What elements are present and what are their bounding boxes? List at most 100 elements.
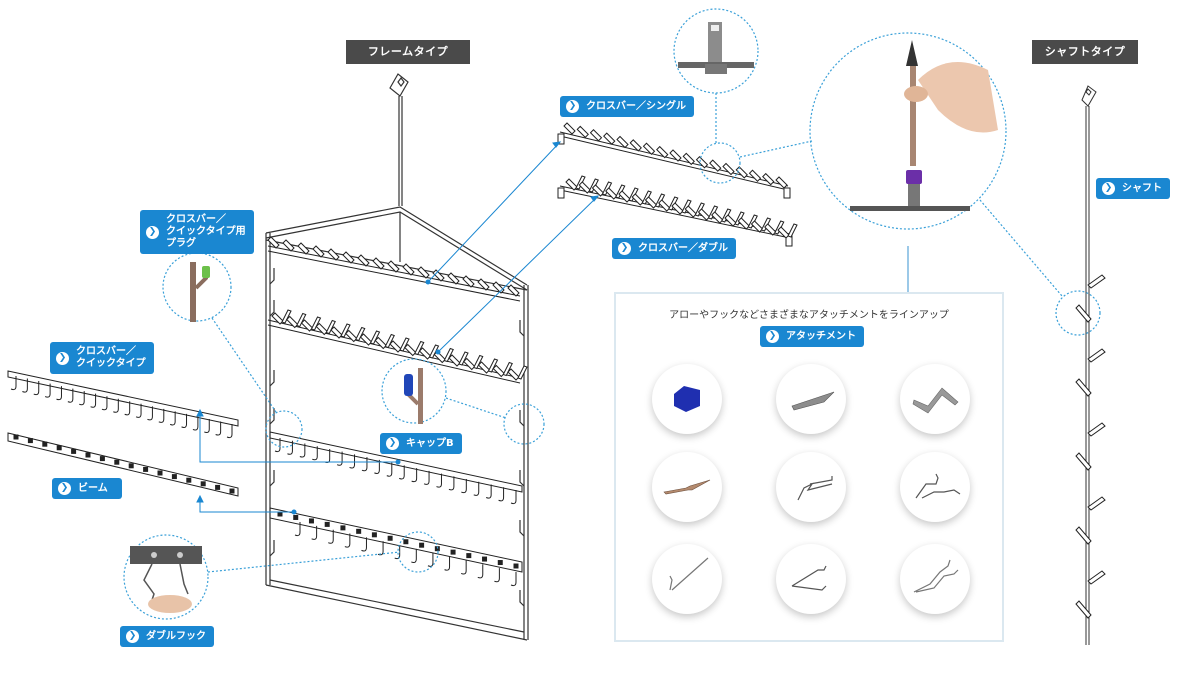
pin-icon bbox=[462, 275, 475, 288]
beam-hole bbox=[186, 477, 192, 483]
badge-cap-b[interactable]: ❯ キャップB bbox=[380, 433, 462, 454]
pin-icon bbox=[492, 364, 505, 378]
pin-icon bbox=[443, 347, 454, 363]
wire-hook-a-icon bbox=[797, 476, 833, 501]
chevron-right-icon: ❯ bbox=[386, 437, 399, 450]
pin-icon bbox=[477, 361, 491, 374]
leader-crossbar-double bbox=[437, 195, 599, 353]
hook-icon bbox=[299, 443, 306, 458]
hook-icon bbox=[294, 522, 301, 537]
hook-icon bbox=[135, 403, 142, 418]
beam-part bbox=[7, 432, 239, 497]
shaft-pin-icon bbox=[1075, 600, 1092, 619]
hook-icon bbox=[101, 396, 108, 411]
hook-icon bbox=[226, 424, 233, 439]
pin-icon bbox=[404, 343, 417, 357]
badge-line: プラグ bbox=[166, 238, 196, 249]
hook-icon bbox=[113, 398, 119, 413]
badge-attachments[interactable]: ❯ アタッチメント bbox=[760, 326, 864, 347]
hook-icon bbox=[147, 406, 153, 421]
attachment-item[interactable] bbox=[776, 452, 846, 522]
hanger-hook-icon bbox=[389, 73, 409, 97]
double-point-icon bbox=[663, 479, 711, 495]
badge-label: キャップB bbox=[406, 437, 454, 449]
hook-icon bbox=[10, 376, 17, 391]
pin-icon bbox=[267, 236, 280, 249]
hook-icon bbox=[22, 378, 28, 393]
wire-hook-b-icon bbox=[915, 473, 961, 499]
beam-hole bbox=[308, 518, 314, 524]
hook-icon bbox=[56, 386, 62, 401]
callout-shaft-joint bbox=[809, 32, 1007, 230]
pin-icon bbox=[694, 202, 705, 217]
badge-shaft[interactable]: ❯ シャフト bbox=[1096, 178, 1170, 199]
pin-icon bbox=[327, 248, 340, 261]
frame-crossbar-double bbox=[267, 309, 528, 384]
attachment-item[interactable] bbox=[652, 364, 722, 434]
pin-icon bbox=[447, 272, 460, 285]
shaft-pin-icon bbox=[1087, 274, 1106, 289]
pin-icon bbox=[507, 368, 520, 381]
badge-line: クロスバー／ bbox=[166, 214, 226, 225]
hook-icon bbox=[274, 438, 281, 453]
attachment-item[interactable] bbox=[652, 544, 722, 614]
chevron-right-icon: ❯ bbox=[58, 482, 71, 495]
pin-icon bbox=[707, 205, 719, 220]
badge-double-hook[interactable]: ❯ ダブルフック bbox=[120, 626, 214, 647]
pin-icon bbox=[628, 187, 639, 202]
attachment-item[interactable] bbox=[900, 544, 970, 614]
leader-crossbar-quick bbox=[199, 416, 398, 463]
beam-hole bbox=[71, 448, 77, 454]
hook-icon bbox=[460, 560, 467, 575]
attachment-item[interactable] bbox=[900, 452, 970, 522]
attachment-item[interactable] bbox=[776, 544, 846, 614]
badge-crossbar-quick[interactable]: ❯ クロスバー／ クイックタイプ bbox=[50, 342, 154, 374]
pin-icon bbox=[384, 333, 395, 349]
badge-label: ビーム bbox=[78, 482, 108, 494]
shaft-type-title: シャフトタイプ bbox=[1032, 40, 1138, 64]
pin-icon bbox=[588, 178, 599, 193]
hook-icon bbox=[311, 525, 318, 540]
shaft-pin-icon bbox=[1087, 422, 1106, 437]
badge-beam[interactable]: ❯ ビーム bbox=[52, 478, 122, 499]
wire-hook-c-icon bbox=[791, 565, 827, 591]
shaft-pin-icon bbox=[1075, 378, 1092, 397]
pin-icon bbox=[682, 152, 695, 166]
pin-icon bbox=[762, 172, 775, 186]
pin-icon bbox=[576, 125, 589, 139]
plug-photo bbox=[190, 262, 210, 322]
pin-icon bbox=[563, 122, 576, 135]
pin-icon bbox=[734, 211, 745, 226]
beam-hole bbox=[403, 539, 409, 545]
frame-beam bbox=[269, 507, 523, 587]
hook-icon bbox=[287, 440, 293, 455]
pin-icon bbox=[418, 347, 432, 360]
crossbar-single-part bbox=[557, 122, 791, 199]
pin-icon bbox=[601, 181, 613, 196]
pin-icon bbox=[671, 202, 684, 215]
attachment-item[interactable] bbox=[776, 364, 846, 434]
hook-icon bbox=[444, 556, 451, 571]
pin-icon bbox=[502, 361, 513, 377]
pin-icon bbox=[616, 135, 629, 149]
hook-icon bbox=[510, 490, 517, 505]
hook-icon bbox=[33, 381, 40, 396]
badge-crossbar-quick-plug[interactable]: ❯ クロスバー／ クイックタイプ用 プラグ bbox=[140, 210, 254, 254]
pin-icon bbox=[330, 326, 343, 339]
badge-line: クイックタイプ用 bbox=[166, 226, 246, 237]
badge-line: クイックタイプ bbox=[76, 358, 146, 369]
beam-hole bbox=[13, 434, 19, 440]
pin-icon bbox=[695, 156, 709, 169]
shaft-hanger-icon bbox=[1081, 85, 1097, 107]
attachment-item[interactable] bbox=[900, 364, 970, 434]
beam-hole bbox=[128, 463, 134, 469]
pin-icon bbox=[387, 260, 400, 273]
badge-crossbar-single[interactable]: ❯ クロスバー／シングル bbox=[560, 96, 694, 117]
attachment-item[interactable] bbox=[652, 452, 722, 522]
hook-icon bbox=[477, 564, 484, 579]
pin-icon bbox=[721, 208, 732, 223]
badge-crossbar-double[interactable]: ❯ クロスバー／ダブル bbox=[612, 238, 736, 259]
hook-icon bbox=[328, 529, 334, 544]
beam-hole bbox=[497, 560, 503, 566]
